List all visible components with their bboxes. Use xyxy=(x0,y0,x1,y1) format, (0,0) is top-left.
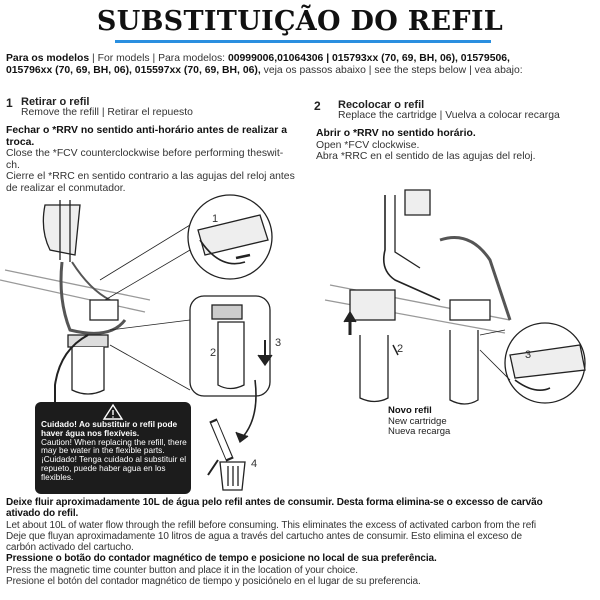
flush-instruction-es: Deje que fluyan aproximadamente 10 litro… xyxy=(6,530,522,542)
new-refill-label: Novo refil New cartridge Nueva recarga xyxy=(388,405,468,438)
step2-instruction-pt: Abrir o *RRV no sentido horário. xyxy=(316,128,476,139)
models-list-1: 00999006,01064306 | 015793xx (70, 69, BH… xyxy=(227,53,510,64)
step2-instruction-es: Abra *RRC en el sentido de las agujas de… xyxy=(316,151,536,163)
step1-instruction-en-2: ch. xyxy=(6,159,20,171)
step1-instruction-en: Close the *FCV counterclockwise before p… xyxy=(6,148,284,160)
warning-en-2: may be water in the flexible parts. xyxy=(41,445,165,456)
step2-faucet-diagram xyxy=(324,189,586,405)
figure-label-2: 2 xyxy=(210,347,217,359)
warning-icon xyxy=(102,403,124,420)
models-label: Para os modelos xyxy=(6,53,90,64)
warning-es-2: repueto, puede haber agua en los xyxy=(41,462,166,473)
warning-es-3: flexibles. xyxy=(41,471,74,482)
step1-title: Retirar o refil xyxy=(21,96,90,108)
step2-subtitle: Replace the cartridge | Vuelva a colocar… xyxy=(338,110,560,121)
figure-label-4: 4 xyxy=(251,458,258,470)
step1-number: 1 xyxy=(6,96,13,110)
step2-number: 2 xyxy=(314,99,321,113)
flush-instruction-pt: Deixe fluir aproximadamente 10L de água … xyxy=(6,497,543,508)
step1-instruction-pt: Fechar o *RRV no sentido anti-horário an… xyxy=(6,125,288,136)
models-label-translations: | For models | Para modelos: xyxy=(89,53,228,64)
step2-title: Recolocar o refil xyxy=(338,99,425,111)
new-refill-pt: Novo refil xyxy=(388,405,432,416)
see-steps-text: veja os passos abaixo | see the steps be… xyxy=(260,64,523,76)
flush-instruction-en: Let about 10L of water flow through the … xyxy=(6,519,537,531)
models-list-2: 015796xx (70, 69, BH, 06), 015597xx (70,… xyxy=(6,64,261,76)
step1-instruction-pt-2: troca. xyxy=(6,136,35,148)
step1-instructions: Fechar o *RRV no sentido anti-horário an… xyxy=(6,125,306,195)
counter-instruction-en: Press the magnetic time counter button a… xyxy=(6,564,358,576)
step1-instruction-es-2: de realizar el conmutador. xyxy=(6,182,126,194)
step2-instructions: Abrir o *RRV no sentido horário. Open *F… xyxy=(316,128,596,163)
warning-en: Caution! When replacing the refill, ther… xyxy=(41,436,187,447)
step1-instruction-es: Cierre el *RRC en sentido contrario a la… xyxy=(6,171,295,183)
title-underline xyxy=(115,40,491,43)
step1-faucet-diagram xyxy=(0,194,273,491)
step2-instruction-en: Open *FCV clockwise. xyxy=(316,139,420,151)
step1-subtitle: Remove the refill | Retirar el repuesto xyxy=(21,107,193,118)
warning-box: Cuidado! Ao substituir o refil pode have… xyxy=(35,402,191,494)
counter-instruction-es: Presione el botón del contador magnético… xyxy=(6,576,421,588)
models-info: Para os modelos | For models | Para mode… xyxy=(6,53,596,76)
counter-instruction-pt: Pressione o botão do contador magnético … xyxy=(6,553,437,565)
figure-label-3b: 3 xyxy=(525,349,532,361)
figure-label-1: 1 xyxy=(212,213,219,225)
warning-es: ¡Cuidado! Tenga cuidado al substituir el xyxy=(41,454,187,465)
warning-title: Cuidado! Ao substituir o refil pode xyxy=(41,419,178,429)
flush-instruction-pt-2: ativado do refil. xyxy=(6,508,79,520)
new-refill-es: Nueva recarga xyxy=(388,426,451,437)
footer-instructions: Deixe fluir aproximadamente 10L de água … xyxy=(6,497,596,587)
new-refill-en: New cartridge xyxy=(388,415,447,427)
page-title: SUBSTITUIÇÃO DO REFIL xyxy=(96,6,504,37)
figure-label-2b: 2 xyxy=(397,343,404,355)
warning-title-2: haver água nos flexíveis. xyxy=(41,427,140,438)
flush-instruction-es-2: carbón activado del cartucho. xyxy=(6,542,134,554)
figure-label-3: 3 xyxy=(275,337,282,349)
